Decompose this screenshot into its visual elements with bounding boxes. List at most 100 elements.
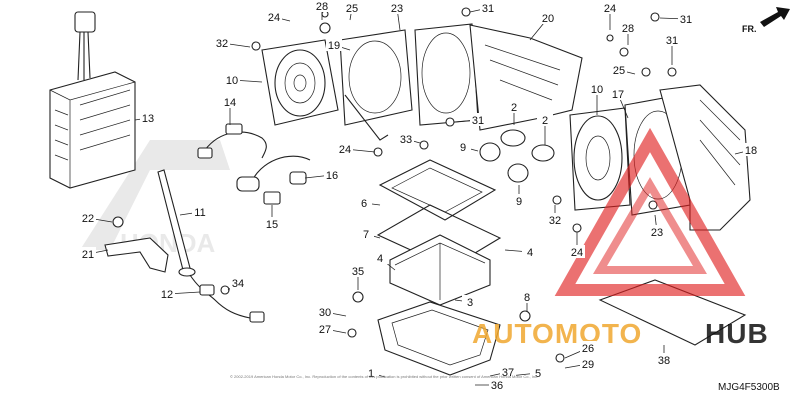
tweeter-set [479, 129, 555, 183]
audio-unit-assembly [347, 159, 565, 376]
watermark: AUTOMOTO HUB [472, 127, 769, 349]
front-direction-indicator: FR. [742, 7, 790, 34]
antenna-cable [189, 274, 265, 323]
callout-label-background [358, 227, 374, 240]
callout-label-background [324, 168, 340, 181]
callout-number: 2 [542, 115, 548, 127]
callout-label-background [326, 38, 342, 51]
callout-label-background [480, 1, 496, 14]
callout-label-background [230, 276, 246, 289]
callout-label-background [159, 287, 175, 300]
callout-label-background [317, 305, 333, 318]
callout-number: 12 [161, 289, 173, 301]
callout-number: 31 [472, 115, 484, 127]
callout-label-background [506, 100, 522, 113]
wire-harness-14 [197, 123, 267, 159]
callout-label-background [470, 113, 486, 126]
callout-label-background [664, 33, 680, 46]
callout-label-background [398, 132, 414, 145]
antenna [157, 169, 196, 277]
callout-number: 22 [82, 213, 94, 225]
callout-number: 28 [316, 1, 328, 13]
callout-label-background [389, 1, 405, 14]
callout-label-background [678, 12, 694, 25]
amplifier-box [49, 11, 136, 189]
callout-number: 9 [516, 196, 522, 208]
callout-number: 20 [542, 13, 554, 25]
callout-label-background [372, 251, 388, 264]
callout-number: 19 [328, 40, 340, 52]
callout-label-background [222, 95, 238, 108]
watermark-triangle-icon [554, 127, 746, 296]
callout-label-background [537, 113, 553, 126]
callout-label-background [540, 11, 556, 24]
callout-label-background [611, 63, 627, 76]
callout-label-background [317, 322, 333, 335]
antenna-bracket [104, 216, 169, 273]
gasket-ring-23 [414, 23, 479, 126]
speaker-cover-20 [469, 24, 583, 131]
callout-number: 26 [582, 343, 594, 355]
callout-number: 16 [326, 170, 338, 182]
callout-label-background [602, 1, 618, 14]
callout-number: 18 [745, 145, 757, 157]
callout-number: 28 [622, 23, 634, 35]
callout-number: 8 [524, 292, 530, 304]
callout-label-background [214, 36, 230, 49]
callout-number: 25 [613, 65, 625, 77]
callout-number: 24 [339, 144, 351, 156]
callout-number: 24 [268, 12, 280, 24]
callout-label-background [80, 247, 96, 260]
callout-number: 4 [377, 253, 383, 265]
callout-number: 23 [651, 227, 663, 239]
callout-number: 3 [467, 297, 473, 309]
callout-number: 30 [319, 307, 331, 319]
callout-number: 7 [363, 229, 369, 241]
callout-label-background [547, 213, 563, 226]
callout-label-background [344, 1, 360, 14]
callout-number: 38 [658, 355, 670, 367]
callout-label-background [519, 290, 535, 303]
callout-number: 27 [319, 324, 331, 336]
callout-label-background [649, 225, 665, 238]
callout-number: 4 [527, 247, 533, 259]
callout-number: 9 [460, 142, 466, 154]
callout-number: 24 [571, 247, 583, 259]
callout-number: 31 [666, 35, 678, 47]
callout-number: 25 [346, 3, 358, 15]
callout-label-background [589, 82, 605, 95]
copyright-text: © 2002-2019 American Honda Motor Co., In… [230, 374, 538, 379]
callout-number: 31 [482, 3, 494, 15]
watermark-text-1: AUTOMOTO [472, 318, 642, 349]
callout-label-background [489, 378, 505, 391]
callout-label-background [656, 353, 672, 366]
callout-number: 35 [352, 266, 364, 278]
callout-label-background [455, 140, 471, 153]
callout-label-background [500, 365, 516, 378]
callout-number: 13 [142, 113, 154, 125]
callout-label-background [530, 366, 546, 379]
callout-label-background [356, 196, 372, 209]
front-label: FR. [742, 24, 757, 34]
callout-label-background [350, 264, 366, 277]
callout-number: 2 [511, 102, 517, 114]
callout-number: 10 [226, 75, 238, 87]
callout-label-background [620, 21, 636, 34]
callout-label-background [610, 87, 626, 100]
callout-number: 36 [491, 380, 503, 392]
callout-label-background [743, 143, 759, 156]
callout-label-background [462, 295, 478, 308]
callout-number: 5 [535, 368, 541, 380]
watermark-text-2: HUB [705, 318, 769, 349]
callout-label-background [314, 0, 330, 12]
callout-number: 34 [232, 278, 244, 290]
callout-number: 32 [216, 38, 228, 50]
callout-number: 31 [680, 14, 692, 26]
callout-number: 37 [502, 367, 514, 379]
speaker-left [261, 39, 339, 126]
callout-label-background [511, 194, 527, 207]
drawing-code: MJG4F5300B [718, 382, 780, 393]
callout-number: 1 [368, 368, 374, 380]
callout-number: 21 [82, 249, 94, 261]
